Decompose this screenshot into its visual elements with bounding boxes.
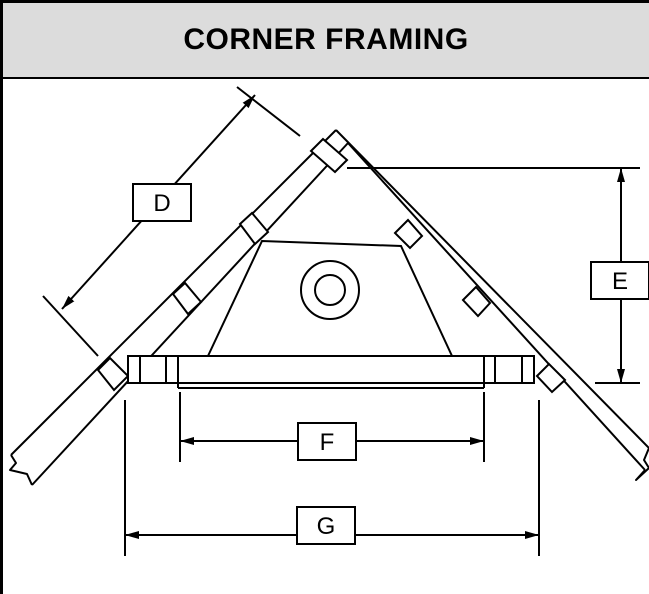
dimension-d — [42, 86, 301, 357]
dimension-f-label: F — [320, 429, 335, 456]
base-plate — [127, 355, 535, 389]
page-title: CORNER FRAMING — [183, 23, 469, 56]
dimension-e — [347, 167, 649, 384]
dimension-e-label: E — [612, 268, 628, 295]
dimension-f — [179, 392, 485, 462]
dimension-d-label: D — [153, 190, 170, 217]
header-bar: CORNER FRAMING — [3, 3, 649, 79]
right-wall — [335, 129, 649, 481]
dimension-g — [124, 400, 540, 556]
fireplace-unit — [206, 239, 454, 357]
dimension-g-label: G — [317, 513, 336, 540]
